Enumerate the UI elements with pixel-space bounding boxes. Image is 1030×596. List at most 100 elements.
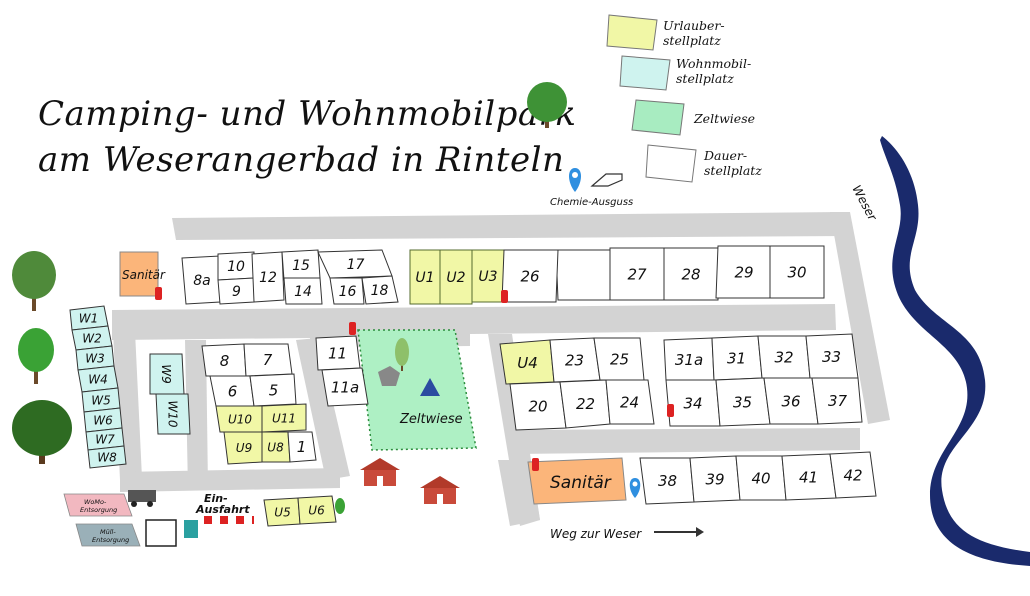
- lot-shape: [87, 445, 127, 469]
- lot-6: 6: [209, 375, 255, 407]
- lot-7: 7: [243, 343, 293, 377]
- lot-25: 25: [593, 337, 645, 381]
- lot-label: U1: [415, 270, 434, 286]
- lot-23: 23: [549, 337, 601, 383]
- lot-label: 23: [565, 351, 584, 369]
- zeltwiese-rock: [378, 366, 400, 386]
- womo-label-2: Entsorgung: [80, 506, 117, 514]
- lot-36: 36: [763, 377, 819, 425]
- lot-5: 5: [249, 373, 297, 407]
- lot-32: 32: [757, 335, 811, 379]
- lot-u4: U4: [499, 339, 555, 385]
- tree-icon: [527, 82, 567, 128]
- lot-39: 39: [689, 455, 741, 503]
- lot-label: W9: [159, 364, 173, 384]
- lot-w4: W4: [77, 365, 119, 393]
- tree-crown: [12, 400, 72, 456]
- fire-extinguisher-icon: [501, 290, 508, 303]
- lot-label: U3: [478, 269, 497, 285]
- legend: [606, 14, 697, 183]
- legend-wohnmobil-label: Wohnmobil-stellplatz: [676, 56, 752, 86]
- lot-24: 24: [605, 379, 655, 425]
- lot-label: 37: [828, 392, 848, 410]
- chemie-device-body: [590, 173, 623, 187]
- womo-entsorgung-sign: [63, 493, 133, 517]
- tree-icon: [335, 498, 345, 514]
- lot-label: 22: [576, 395, 595, 413]
- lot-label: 12: [259, 270, 277, 286]
- lot-label: 31a: [675, 351, 703, 369]
- lot-31: 31: [711, 335, 763, 381]
- lot-11: 11: [315, 335, 361, 371]
- lot-label: 20: [528, 397, 547, 415]
- tree-icon: [12, 251, 56, 311]
- lot-label: 7: [263, 351, 273, 369]
- pin-dot: [572, 172, 578, 178]
- extinguisher-body: [155, 287, 162, 300]
- legend-urlauber-label: Urlauber-stellplatz: [663, 18, 725, 48]
- road-east: [830, 212, 890, 424]
- house-roof: [360, 458, 400, 470]
- lot-label: 41: [799, 468, 818, 486]
- lot-label: W8: [97, 450, 117, 464]
- womo-label-1: WoMo-: [84, 498, 107, 506]
- road-center: [296, 338, 350, 480]
- lot-shape: [605, 379, 655, 425]
- road-inner-west: [185, 340, 208, 490]
- lot-label: W1: [79, 311, 99, 325]
- sanitaer-bottom-label: Sanitär: [550, 473, 612, 493]
- lot-label: 1: [297, 438, 307, 456]
- extinguisher-body: [501, 290, 508, 303]
- lot-u1: U1: [409, 249, 441, 305]
- legend-dauer-label: Dauer-stellplatz: [704, 148, 762, 178]
- lot-9: 9: [217, 277, 255, 305]
- fire-extinguisher-icon: [155, 287, 162, 300]
- lot-37: 37: [811, 377, 863, 425]
- lot-label: 40: [751, 469, 770, 487]
- lot-w5: W5: [81, 387, 121, 413]
- lot-label: W2: [82, 331, 102, 345]
- lot-label: 39: [705, 470, 724, 488]
- muell-entsorgung-sign: [75, 523, 141, 547]
- lot-label: W5: [91, 393, 111, 407]
- lot-35: 35: [715, 377, 771, 427]
- lot-shape: [283, 277, 323, 305]
- lot-w8: W8: [87, 445, 127, 469]
- lot-label: U9: [236, 441, 252, 455]
- river-label: Weser: [849, 183, 880, 224]
- zeltwiese-label: Zeltwiese: [399, 412, 463, 427]
- lot-label: W6: [93, 413, 113, 427]
- info-sign-icon: [184, 520, 198, 538]
- tree-icon: [12, 400, 72, 464]
- lot-label: 28: [681, 265, 700, 283]
- lot-22: 22: [559, 379, 611, 429]
- lot-label: U5: [274, 505, 290, 519]
- lot-40: 40: [735, 455, 787, 501]
- lot-1: 1: [287, 431, 317, 463]
- lot-30: 30: [769, 245, 825, 299]
- tree-icon: [395, 338, 409, 371]
- lot-label: 18: [371, 283, 389, 299]
- lot-10: 10: [217, 251, 255, 281]
- lot-label: 8: [220, 352, 230, 370]
- lot-shape: [439, 249, 473, 305]
- lot-label: 6: [228, 382, 238, 400]
- lot-u6: U6: [297, 495, 337, 525]
- tree-crown: [527, 82, 567, 122]
- lot-label: 11: [328, 344, 347, 362]
- lot-label: 30: [787, 263, 806, 281]
- lot-33: 33: [805, 333, 859, 379]
- lot-w1: W1: [69, 305, 109, 331]
- lot-w3: W3: [75, 345, 115, 371]
- road-bottom: [120, 468, 340, 492]
- lot-u11: U11: [261, 403, 307, 433]
- house-icon: [420, 476, 460, 504]
- lot-label: 5: [269, 381, 279, 399]
- lot-label: 42: [843, 466, 862, 484]
- lot-shape: [155, 393, 191, 435]
- weser-river: [880, 136, 1030, 566]
- lot-label: 27: [627, 265, 647, 283]
- house-roof: [420, 476, 460, 488]
